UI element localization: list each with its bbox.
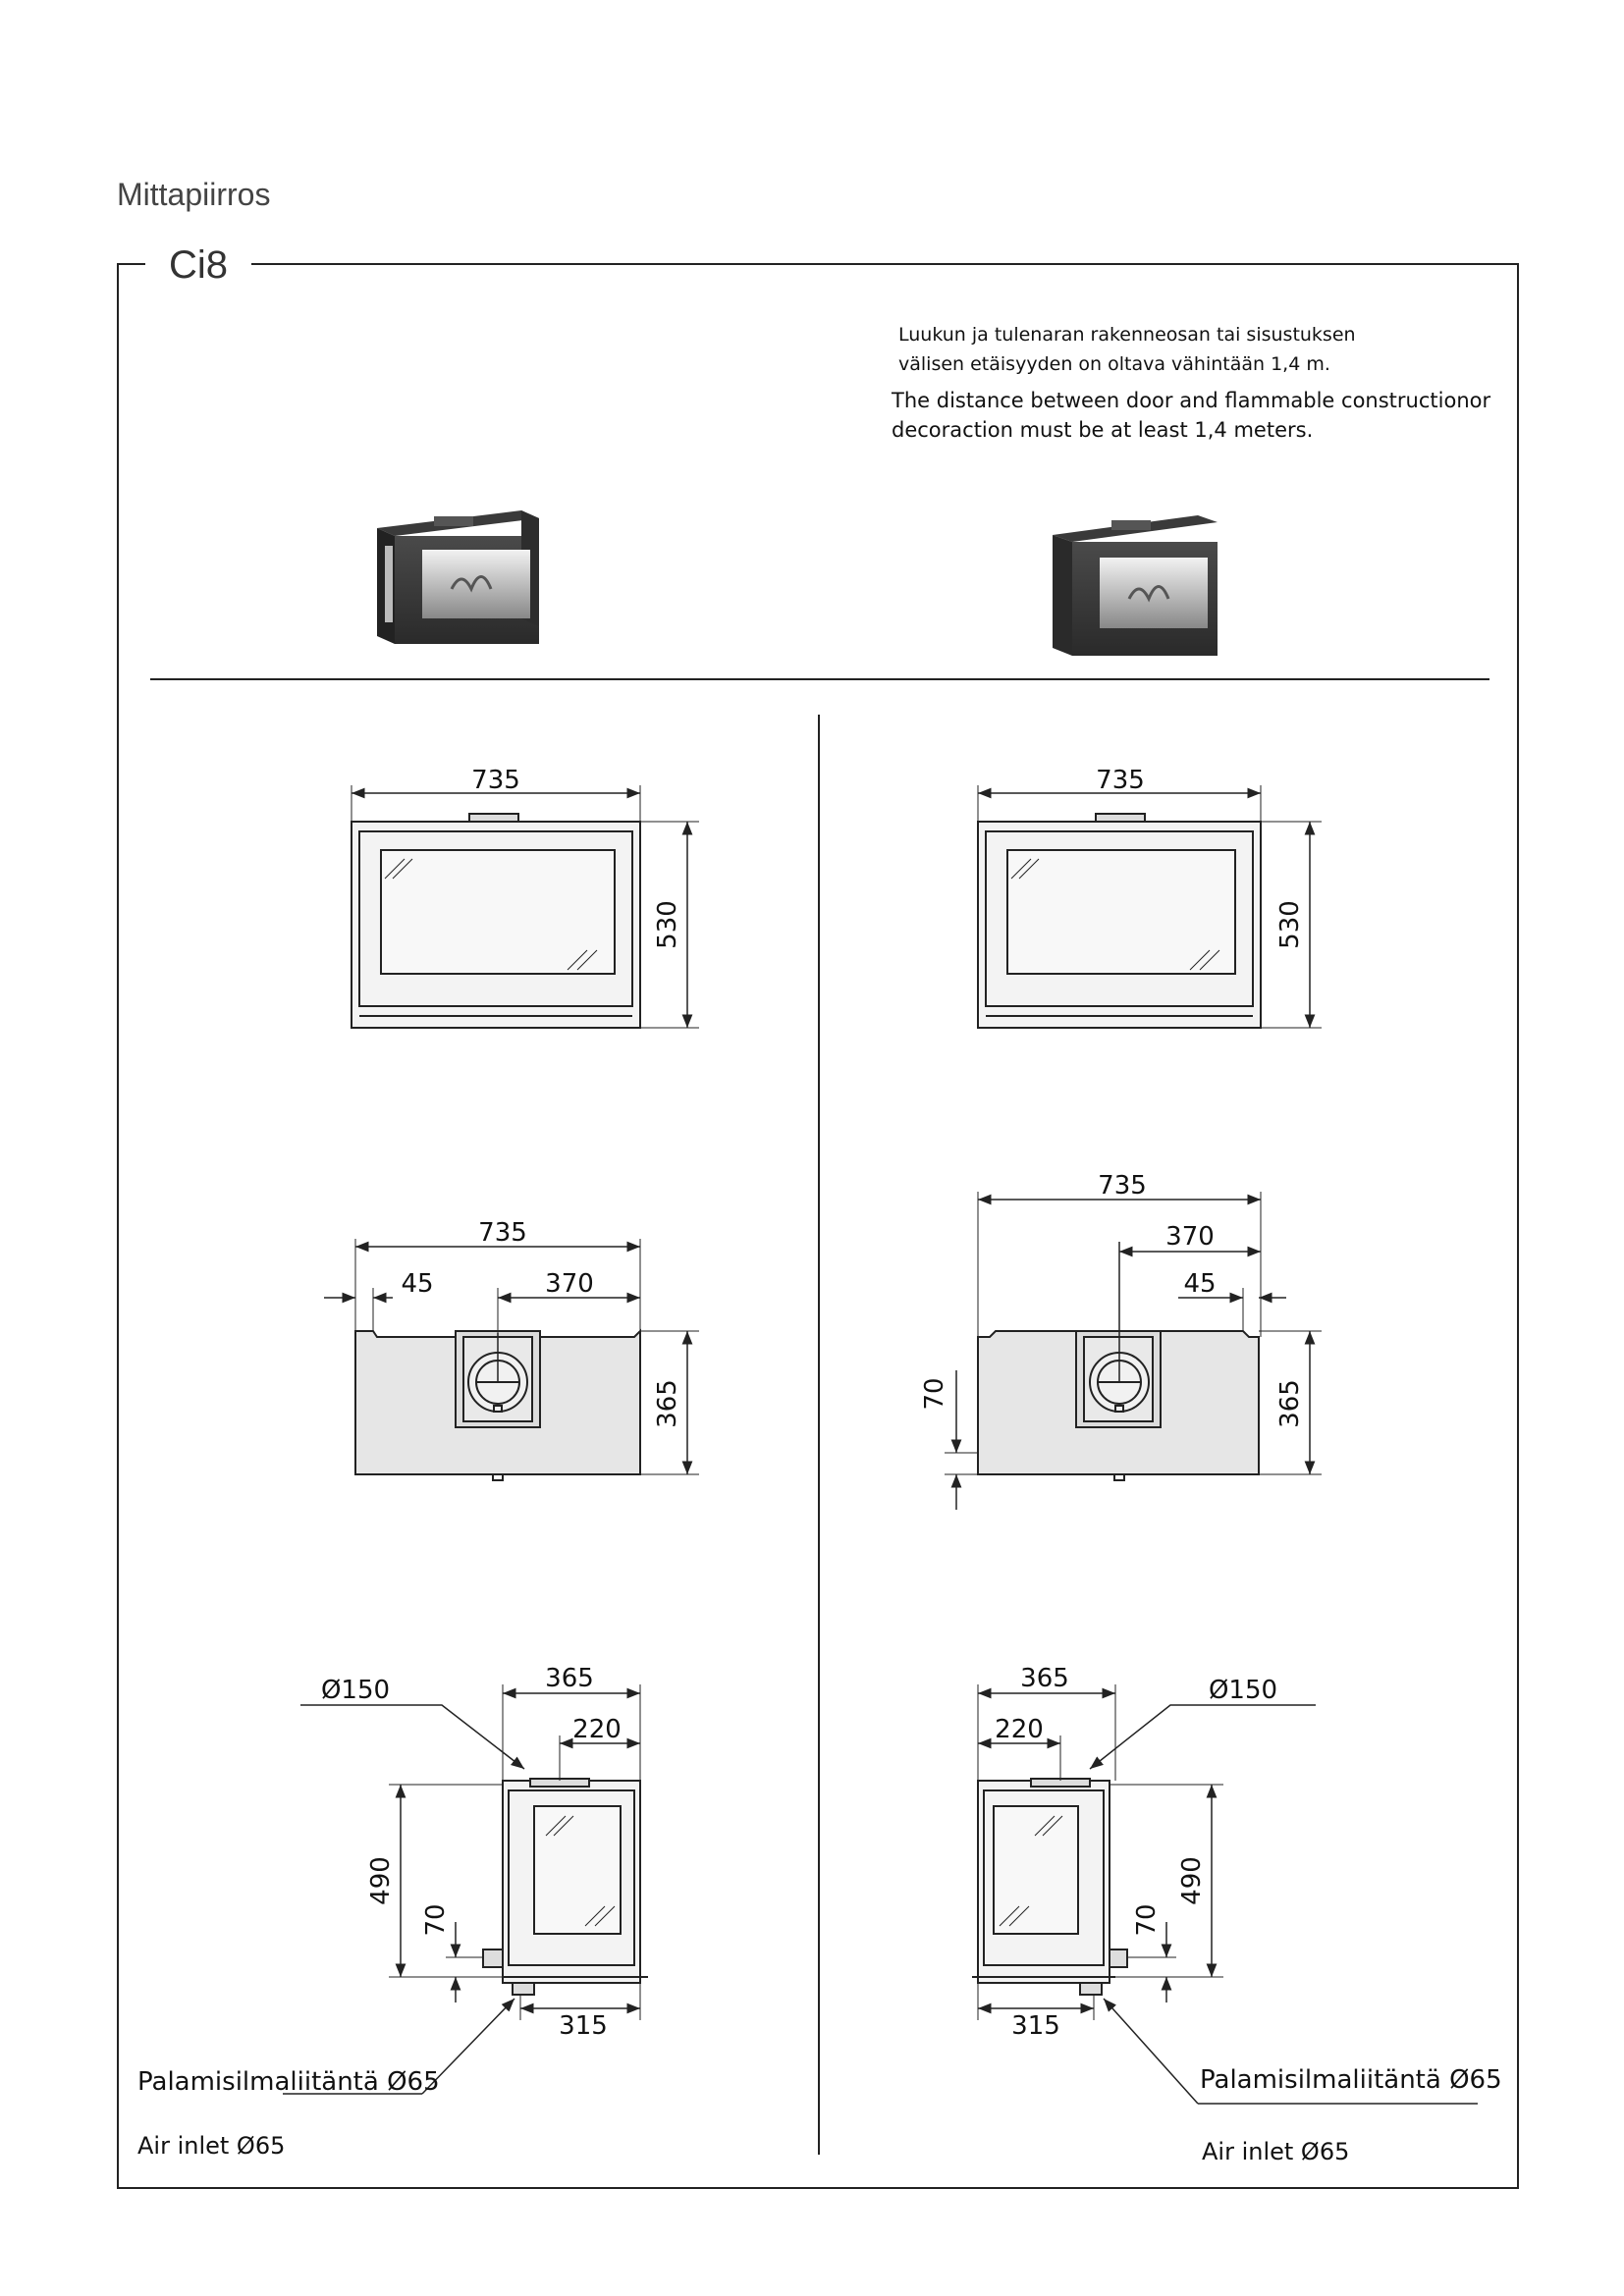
air-inlet-label-fi-left: Palamisilmaliitäntä Ø65 (137, 2067, 440, 2097)
dim-side-height-left: 490 (366, 1856, 396, 1905)
dim-top-inlet-right: 70 (920, 1377, 949, 1410)
dim-front-height-right: 530 (1275, 900, 1305, 949)
dim-top-depth-right: 365 (1275, 1379, 1305, 1428)
dim-top-offset370-right: 370 (1165, 1222, 1215, 1252)
dim-top-offset45-right: 45 (1183, 1269, 1216, 1299)
dim-side-depth-right: 365 (1020, 1664, 1069, 1693)
note-finnish-line1: Luukun ja tulenaran rakenneosan tai sisu… (898, 324, 1356, 346)
drawing-frame (117, 263, 1519, 2189)
dim-side-base-left: 315 (559, 2011, 608, 2041)
stove-photo-right (1053, 515, 1218, 656)
dim-side-base-right: 315 (1011, 2011, 1060, 2041)
note-english-line1: The distance between door and flammable … (892, 389, 1491, 412)
dim-top-width-left: 735 (478, 1218, 527, 1248)
dim-top-depth-left: 365 (653, 1379, 682, 1428)
dim-side-inlet-right: 70 (1132, 1903, 1162, 1936)
side-view-right (972, 1684, 1478, 2105)
air-inlet-label-fi-right: Palamisilmaliitäntä Ø65 (1200, 2065, 1502, 2095)
dim-front-width-left: 735 (471, 766, 520, 795)
dim-side-flue-diameter-left: Ø150 (321, 1676, 390, 1705)
top-view-left (324, 1239, 699, 1481)
dim-front-height-left: 530 (653, 900, 682, 949)
dim-top-offset45-left: 45 (401, 1269, 433, 1299)
air-inlet-label-en-right: Air inlet Ø65 (1202, 2138, 1350, 2165)
page-title: Mittapiirros (117, 177, 271, 212)
front-view-right (977, 785, 1322, 1029)
dim-top-width-right: 735 (1098, 1171, 1147, 1201)
model-label: Ci8 (145, 243, 252, 288)
dim-side-height-right: 490 (1177, 1856, 1207, 1905)
side-view-left (283, 1684, 648, 2095)
dim-side-depth-left: 365 (545, 1664, 594, 1693)
note-english-line2: decoraction must be at least 1,4 meters. (892, 418, 1314, 442)
front-view-left (351, 785, 699, 1029)
note-finnish-line2: välisen etäisyyden on oltava vähintään 1… (898, 353, 1330, 375)
dim-front-width-right: 735 (1096, 766, 1145, 795)
dim-side-inlet-left: 70 (421, 1903, 451, 1936)
dim-side-flue-offset-right: 220 (995, 1715, 1044, 1744)
dim-top-offset370-left: 370 (545, 1269, 594, 1299)
dim-side-flue-diameter-right: Ø150 (1209, 1676, 1277, 1705)
dim-side-flue-offset-left: 220 (572, 1715, 622, 1744)
air-inlet-label-en-left: Air inlet Ø65 (137, 2132, 286, 2160)
top-view-right (945, 1192, 1322, 1510)
stove-photo-left (377, 510, 539, 644)
